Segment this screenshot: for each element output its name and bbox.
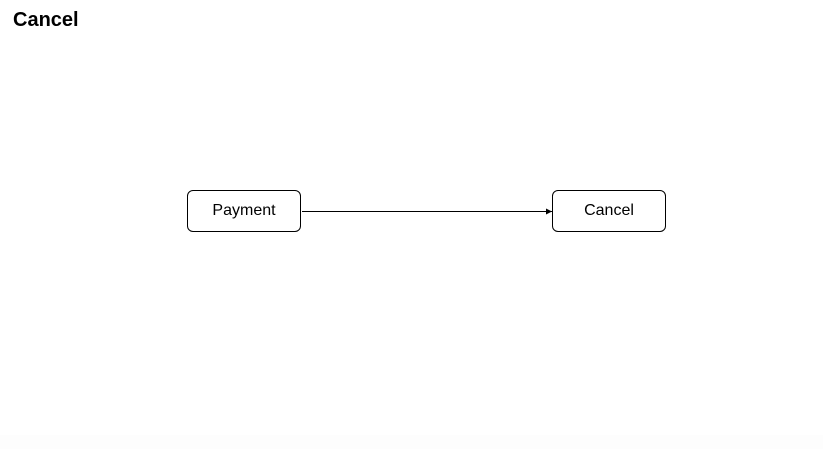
node-payment[interactable]: Payment [187, 190, 301, 232]
edge-layer [302, 208, 552, 215]
node-label: Payment [212, 202, 276, 219]
page-title: Cancel [13, 9, 79, 31]
diagram-canvas: Cancel Payment Cancel [13, 9, 666, 232]
node-cancel[interactable]: Cancel [552, 190, 666, 232]
node-label: Cancel [584, 202, 634, 219]
